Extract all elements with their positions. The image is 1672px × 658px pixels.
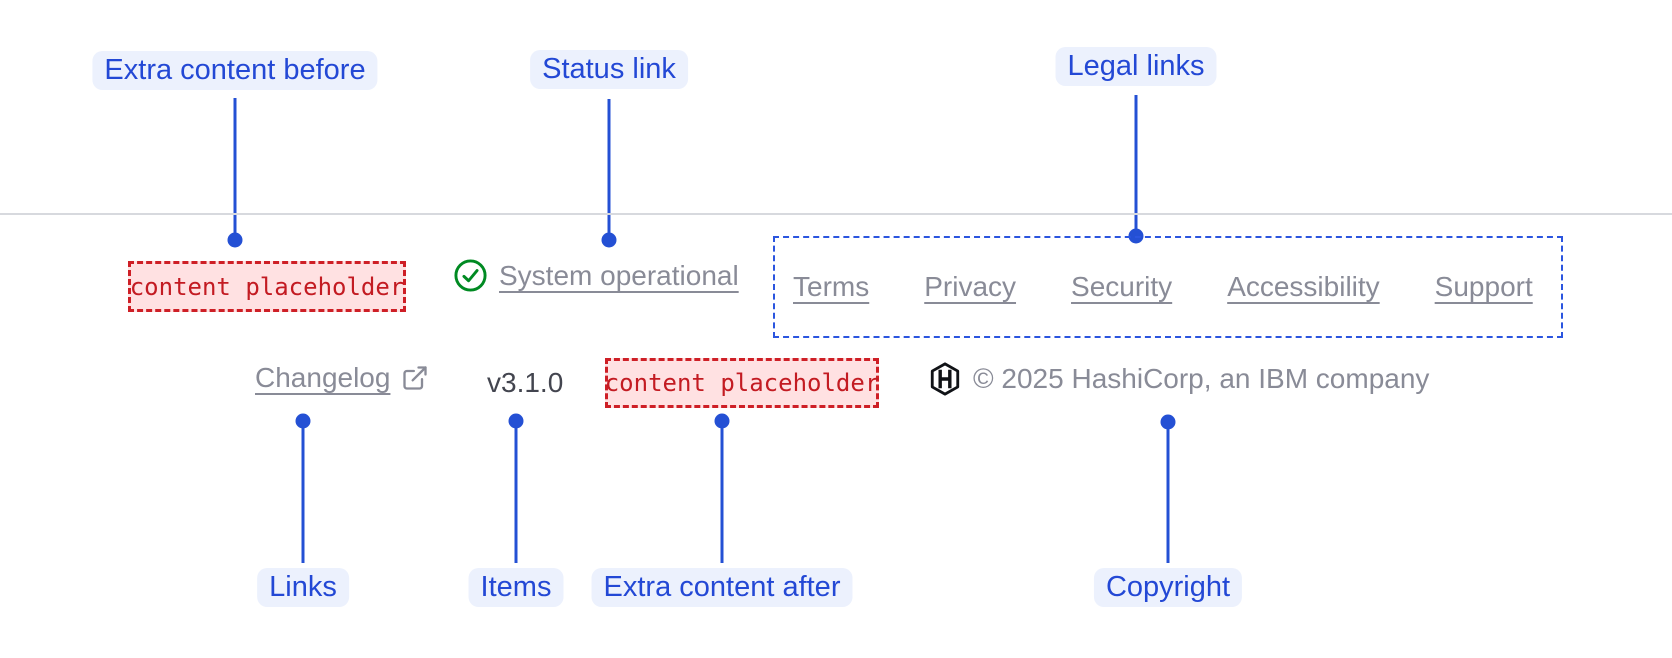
extra-content-before-placeholder: content placeholder bbox=[128, 261, 406, 312]
connector-dot bbox=[227, 232, 243, 248]
annotation-copyright: Copyright bbox=[1093, 568, 1243, 607]
connector-line bbox=[720, 421, 724, 563]
copyright-text: © 2025 HashiCorp, an IBM company bbox=[973, 363, 1430, 394]
connector-line bbox=[607, 99, 611, 240]
legal-link-accessibility[interactable]: Accessibility bbox=[1227, 271, 1380, 302]
legal-link-terms[interactable]: Terms bbox=[793, 271, 870, 302]
legal-link-security[interactable]: Security bbox=[1071, 271, 1173, 302]
legal-link-privacy[interactable]: Privacy bbox=[924, 271, 1017, 302]
extra-content-after-placeholder: content placeholder bbox=[605, 358, 879, 408]
page-divider bbox=[0, 213, 1672, 215]
connector-line bbox=[514, 421, 518, 563]
version-item: v3.1.0 bbox=[487, 367, 564, 398]
legal-link-support[interactable]: Support bbox=[1434, 271, 1533, 302]
connector-line bbox=[1134, 95, 1138, 236]
copyright-group: © 2025 HashiCorp, an IBM company bbox=[928, 362, 1429, 396]
connector-line bbox=[1166, 422, 1170, 563]
hashicorp-logo bbox=[930, 362, 960, 396]
connector-line bbox=[233, 98, 237, 240]
annotation-items: Items bbox=[468, 568, 564, 607]
changelog-link-label: Changelog bbox=[255, 362, 391, 393]
status-link[interactable]: System operational bbox=[453, 258, 739, 293]
changelog-link[interactable]: Changelog bbox=[255, 361, 429, 395]
external-link-icon bbox=[403, 366, 428, 390]
check-circle-icon bbox=[454, 259, 487, 292]
annotation-extra-content-before: Extra content before bbox=[92, 51, 378, 90]
annotation-status-link: Status link bbox=[530, 50, 688, 89]
status-link-label: System operational bbox=[499, 259, 739, 291]
annotation-extra-content-after: Extra content after bbox=[591, 568, 853, 607]
connector-dot bbox=[601, 232, 617, 248]
annotation-links: Links bbox=[257, 568, 349, 607]
connector-line bbox=[301, 421, 305, 563]
annotation-legal-links: Legal links bbox=[1055, 47, 1217, 86]
legal-links-group: Terms Privacy Security Accessibility Sup… bbox=[773, 236, 1563, 338]
